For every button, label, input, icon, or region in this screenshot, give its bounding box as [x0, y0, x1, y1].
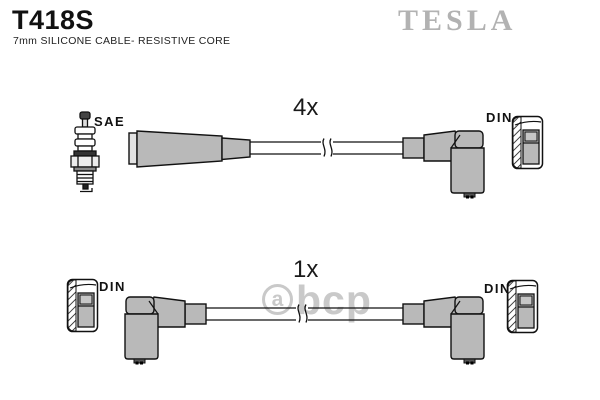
din-terminal-label-bottom-left: DIN: [99, 279, 126, 294]
tesla-logo: TESLA: [398, 4, 517, 37]
din-terminal-icon-bottom-right: [506, 279, 539, 334]
din-terminal-icon-top: [511, 115, 544, 170]
cable-break-icon: [297, 304, 308, 323]
product-subtitle: 7mm SILICONE CABLE- RESISTIVE CORE: [13, 35, 231, 47]
spark-plug-icon: [70, 111, 100, 193]
watermark-circle-a-icon: a: [262, 284, 293, 315]
cable-top: [250, 138, 403, 157]
din-terminal-icon-bottom-left: [66, 278, 99, 333]
top-kit-quantity: 4x: [293, 94, 319, 121]
angled-boot-icon-bottom-left: [124, 296, 207, 366]
cable-break-icon: [322, 138, 333, 157]
part-number: T418S: [12, 5, 95, 35]
abcp-watermark: a bcp: [262, 277, 372, 323]
cable-bottom: [206, 304, 403, 323]
din-terminal-label-top: DIN: [486, 110, 513, 125]
bottom-kit-quantity: 1x: [293, 256, 319, 283]
sae-terminal-label: SAE: [94, 114, 126, 129]
straight-boot-icon: [128, 130, 251, 168]
din-terminal-label-bottom-right: DIN: [484, 281, 511, 296]
angled-boot-icon-top: [402, 130, 485, 200]
watermark-text: bcp: [296, 277, 372, 323]
angled-boot-icon-bottom-right: [402, 296, 485, 366]
